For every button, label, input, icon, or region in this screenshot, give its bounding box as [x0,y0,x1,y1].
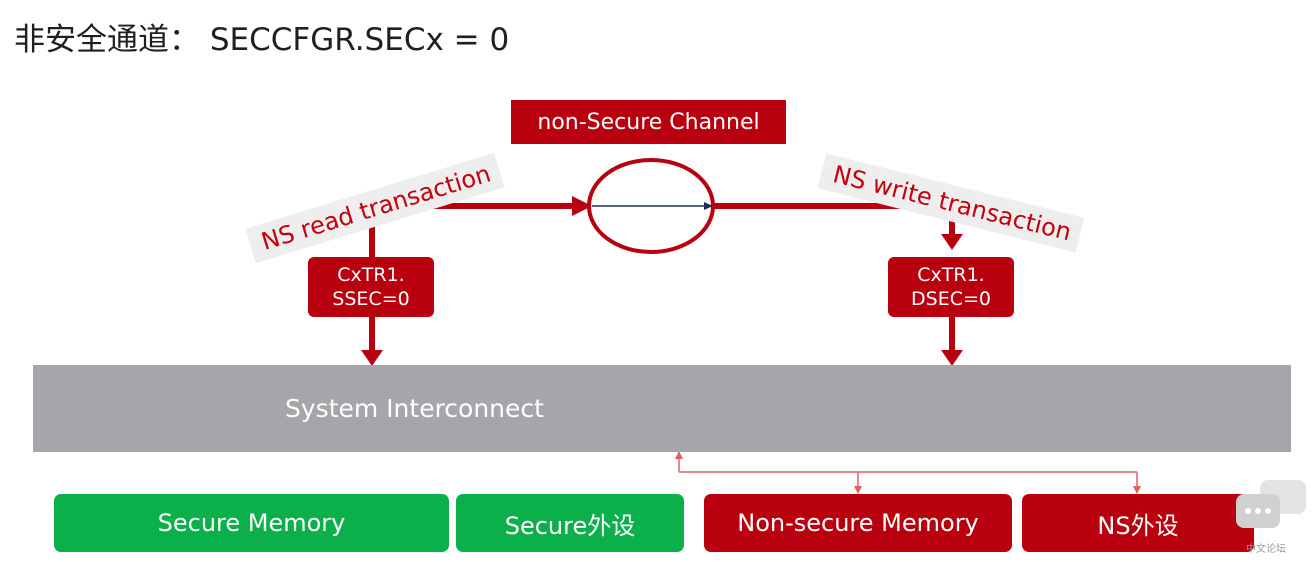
ns-connector-up-arrowhead [675,451,683,459]
read-register-line1: CxTR1. [337,264,405,286]
channel-label: non-Secure Channel [511,100,786,144]
read-register-line2: SSEC=0 [332,288,410,310]
read-flow-arrowhead [572,196,592,216]
write-register-line1: CxTR1. [917,264,985,286]
read-down-arrowhead [361,350,383,366]
system-interconnect-bar [33,365,1291,452]
ns-peripheral-box: NS外设 [1022,494,1254,552]
page-title: 非安全通道： SECCFGR.SECx = 0 [14,22,510,58]
read-register-box: CxTR1. SSEC=0 [308,257,434,317]
write-down-arrowhead-top [941,234,963,250]
system-interconnect-label: System Interconnect [285,394,544,423]
secure-peripheral-box: Secure外设 [456,494,684,552]
secure-memory-box: Secure Memory [54,494,449,552]
ns-peripheral-arrowhead [1133,486,1141,494]
write-down-arrowhead [941,350,963,366]
watermark-text: 中文论坛 [1246,544,1286,555]
write-register-line2: DSEC=0 [911,288,991,310]
write-register-box: CxTR1. DSEC=0 [888,257,1014,317]
channel-inner-arrowhead [704,202,713,210]
ns-memory-arrowhead [854,486,862,494]
nonsecure-memory-box: Non-secure Memory [704,494,1012,552]
forum-chat-icon [1236,480,1306,528]
